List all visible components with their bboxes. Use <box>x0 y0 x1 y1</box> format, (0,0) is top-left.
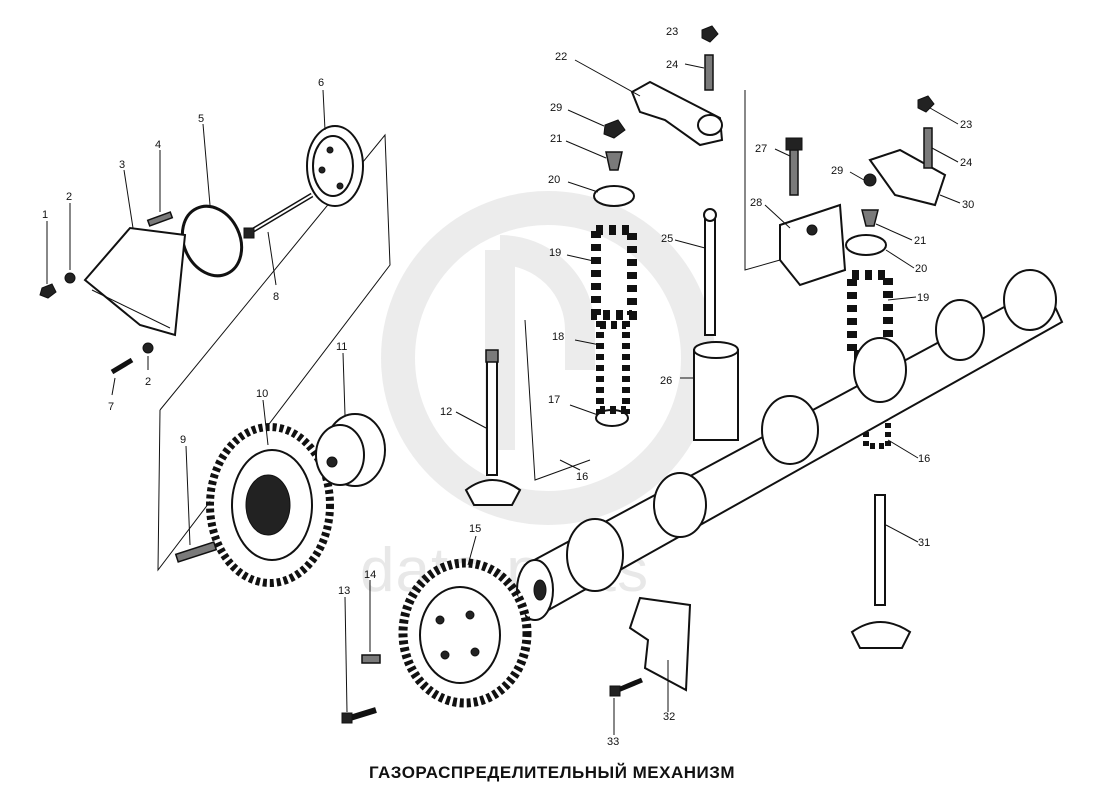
part-30-rocker-arm <box>868 148 947 207</box>
part-5-gasket-ring <box>180 204 244 278</box>
callout-23: 23 <box>666 26 678 38</box>
part-24-adjust-screw <box>704 54 714 91</box>
callout-2: 2 <box>66 191 72 203</box>
callout-22: 22 <box>555 51 567 63</box>
callout-9: 9 <box>180 434 186 446</box>
callout-4: 4 <box>155 139 161 151</box>
callout-3: 3 <box>119 159 125 171</box>
callout-20-right: 20 <box>915 263 927 275</box>
callout-30: 30 <box>962 199 974 211</box>
part-4-pin <box>146 211 174 227</box>
callout-8: 8 <box>273 291 279 303</box>
part-9-key <box>174 541 218 563</box>
callout-18: 18 <box>552 331 564 343</box>
diagram-title: ГАЗОРАСПРЕДЕЛИТЕЛЬНЫЙ МЕХАНИЗМ <box>368 763 736 782</box>
callout-1: 1 <box>42 209 48 221</box>
part-23-right-nut <box>917 95 935 113</box>
part-2-washer <box>64 272 76 284</box>
callout-20: 20 <box>548 174 560 186</box>
part-21-right-cotter <box>861 209 879 227</box>
callout-33: 33 <box>607 736 619 748</box>
callout-6: 6 <box>318 77 324 89</box>
callout-7: 7 <box>108 401 114 413</box>
part-27-bolt <box>785 137 803 196</box>
callout-29: 29 <box>550 102 562 114</box>
part-21-valve-cotter <box>605 151 623 171</box>
callout-19: 19 <box>549 247 561 259</box>
callout-16: 16 <box>576 471 588 483</box>
part-1-nut <box>39 283 57 299</box>
camshaft <box>516 269 1064 621</box>
callout-32: 32 <box>663 711 675 723</box>
callout-2-lower: 2 <box>145 376 151 388</box>
part-23-nut <box>701 25 719 43</box>
callout-31: 31 <box>918 537 930 549</box>
part-2-lower-washer <box>142 342 154 354</box>
part-25-pushrod <box>703 208 717 336</box>
callout-24: 24 <box>666 59 678 71</box>
part-29-right-nut <box>863 173 877 187</box>
callout-21-right: 21 <box>914 235 926 247</box>
part-31-exhaust-valve <box>850 494 912 649</box>
callout-24-right: 24 <box>960 157 972 169</box>
part-8-bolt <box>243 192 314 239</box>
part-29-nut <box>603 119 626 139</box>
leader-lines <box>46 59 961 735</box>
callout-17: 17 <box>548 394 560 406</box>
callout-23-right: 23 <box>960 119 972 131</box>
callout-12: 12 <box>440 406 452 418</box>
callout-16-right: 16 <box>918 453 930 465</box>
part-10-timing-gear <box>206 423 334 587</box>
part-24-right-screw <box>923 127 933 169</box>
callout-26: 26 <box>660 375 672 387</box>
part-18-inner-spring <box>596 321 630 414</box>
callout-10: 10 <box>256 388 268 400</box>
callout-28: 28 <box>750 197 762 209</box>
callout-27: 27 <box>755 143 767 155</box>
part-32-thrust-plate <box>628 596 692 692</box>
part-14-key <box>361 654 381 664</box>
callout-13: 13 <box>338 585 350 597</box>
part-11-hub <box>315 413 386 487</box>
part-22-rocker-arm <box>630 80 724 147</box>
part-26-tappet <box>693 341 739 441</box>
callout-11: 11 <box>336 341 347 353</box>
callout-5: 5 <box>198 113 204 125</box>
callout-15: 15 <box>469 523 481 535</box>
part-33-bolt <box>609 677 643 697</box>
callout-21: 21 <box>550 133 562 145</box>
callout-14: 14 <box>364 569 376 581</box>
callout-25: 25 <box>661 233 673 245</box>
part-19-outer-spring <box>591 225 637 320</box>
watermark-logo <box>381 191 715 525</box>
assembly-bracket-lines <box>157 90 781 572</box>
callout-labels: 1 2 3 4 5 6 7 2 8 9 10 11 12 13 14 15 16… <box>42 26 974 748</box>
part-28-rocker-bracket <box>779 203 847 287</box>
part-15-camshaft-gear <box>398 558 532 708</box>
part-13-bolt <box>341 707 377 724</box>
callout-29-right: 29 <box>831 165 843 177</box>
part-12-intake-valve <box>464 349 522 506</box>
part-20-right-retainer <box>845 234 887 256</box>
callout-19-right: 19 <box>917 292 929 304</box>
part-20-spring-retainer <box>593 185 635 207</box>
part-3-housing-cover <box>83 226 187 337</box>
part-7-bolt <box>110 357 134 375</box>
part-6-cover-plate <box>306 125 364 207</box>
